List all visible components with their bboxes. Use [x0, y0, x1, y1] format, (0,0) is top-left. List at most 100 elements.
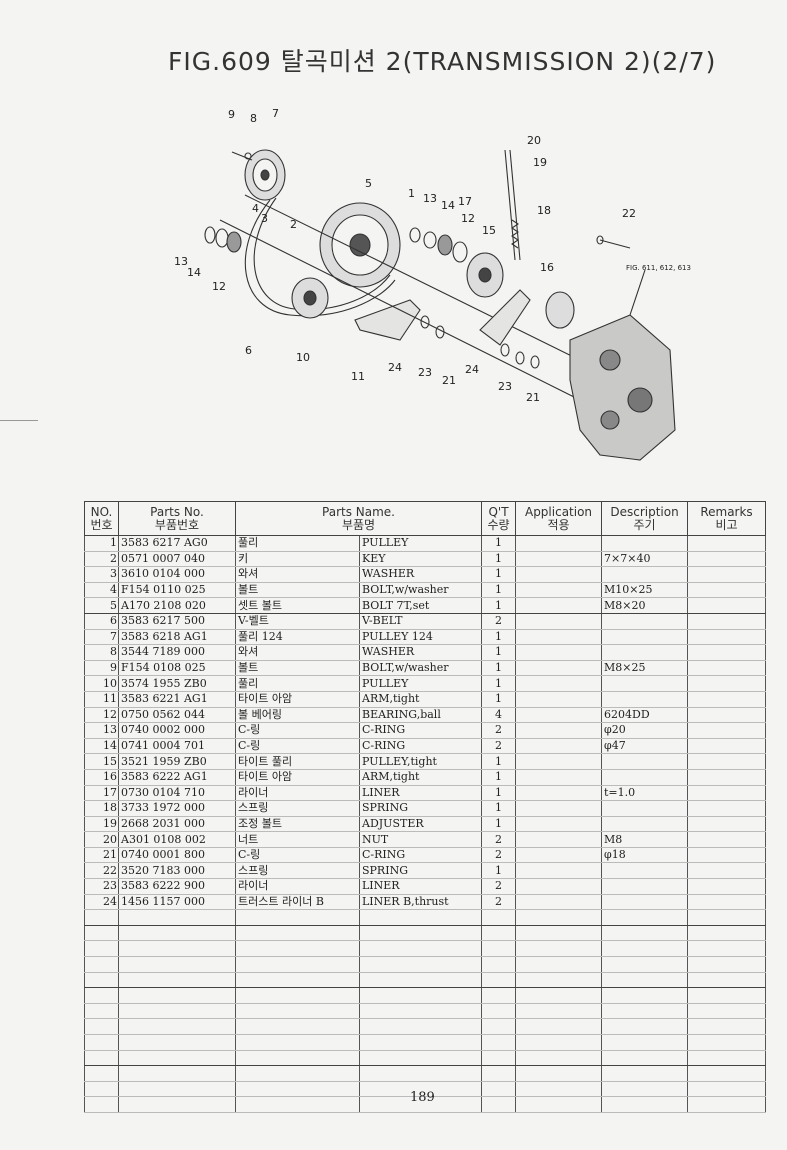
- cell-name-en: C-RING: [358, 738, 483, 755]
- cell-qty: [481, 1096, 517, 1113]
- cell-no: [84, 909, 119, 926]
- cell-remarks: [687, 800, 767, 817]
- cell-name-ko: [235, 987, 360, 1004]
- cell-qty: 2: [481, 722, 517, 739]
- cell-remarks: [687, 1081, 767, 1098]
- cell-application: [515, 1003, 603, 1020]
- cell-name-en: BOLT 7T,set: [358, 597, 483, 614]
- cell-name-ko: 키: [235, 551, 360, 568]
- callout-18: 18: [537, 204, 551, 217]
- cell-description: [601, 956, 689, 973]
- cell-part-no: [118, 909, 236, 926]
- callout-24-left: 24: [388, 361, 402, 374]
- cell-qty: [481, 956, 517, 973]
- cell-qty: 2: [481, 738, 517, 755]
- cell-qty: 1: [481, 644, 517, 661]
- callout-19: 19: [533, 156, 547, 169]
- header-no: NO.번호: [84, 501, 119, 536]
- cell-description: [601, 800, 689, 817]
- cell-qty: [481, 1003, 517, 1020]
- cell-name-ko: [235, 1096, 360, 1113]
- cell-qty: 2: [481, 831, 517, 848]
- cell-no: 17: [84, 785, 119, 802]
- cell-description: [601, 909, 689, 926]
- cell-name-ko: 스프링: [235, 800, 360, 817]
- cell-description: [601, 613, 689, 630]
- callout-14-right: 14: [441, 199, 455, 212]
- cell-name-en: [358, 1096, 483, 1113]
- cell-name-en: SPRING: [358, 862, 483, 880]
- callout-1: 1: [408, 187, 415, 200]
- cell-qty: 2: [481, 847, 517, 864]
- cell-part-no: 3610 0104 000: [118, 566, 236, 583]
- cell-remarks: [687, 597, 767, 614]
- cell-application: [515, 1081, 603, 1098]
- empty-table-row: [84, 1050, 767, 1067]
- cell-description: φ18: [601, 847, 689, 864]
- cell-description: [601, 1050, 689, 1067]
- cell-no: 2: [84, 551, 119, 568]
- empty-table-row: [84, 1096, 767, 1113]
- cell-name-en: [358, 1081, 483, 1098]
- cell-description: [601, 753, 689, 770]
- cell-no: [84, 940, 119, 958]
- cell-no: 13: [84, 722, 119, 739]
- cell-name-ko: V-벨트: [235, 613, 360, 630]
- cell-part-no: 3583 6217 500: [118, 613, 236, 630]
- cell-application: [515, 1050, 603, 1067]
- cell-name-en: PULLEY: [358, 535, 483, 552]
- callout-16: 16: [540, 261, 554, 274]
- cell-qty: 1: [481, 535, 517, 552]
- cell-name-en: LINER: [358, 785, 483, 802]
- cell-name-en: ARM,tight: [358, 691, 483, 708]
- cell-application: [515, 613, 603, 630]
- cell-application: [515, 972, 603, 989]
- cell-remarks: [687, 707, 767, 724]
- cell-name-ko: C-링: [235, 847, 360, 864]
- cell-qty: 1: [481, 597, 517, 614]
- cell-no: 16: [84, 769, 119, 786]
- cell-application: [515, 847, 603, 864]
- cell-description: [601, 878, 689, 895]
- cell-application: [515, 769, 603, 786]
- callout-11: 11: [351, 370, 365, 383]
- cell-qty: 1: [481, 785, 517, 802]
- cell-application: [515, 925, 603, 942]
- cell-remarks: [687, 629, 767, 646]
- cell-remarks: [687, 675, 767, 692]
- cell-application: [515, 722, 603, 739]
- cell-description: M8: [601, 831, 689, 848]
- cell-description: [601, 987, 689, 1004]
- cell-name-ko: 너트: [235, 831, 360, 848]
- cell-name-en: [358, 1018, 483, 1035]
- empty-table-row: [84, 1003, 767, 1020]
- callout-14-left: 14: [187, 266, 201, 279]
- callout-10: 10: [296, 351, 310, 364]
- cell-qty: 1: [481, 551, 517, 568]
- cell-description: [601, 675, 689, 692]
- cell-qty: 1: [481, 660, 517, 677]
- cell-remarks: [687, 909, 767, 926]
- cell-description: [601, 894, 689, 911]
- cell-name-ko: 풀리: [235, 535, 360, 552]
- cell-qty: 1: [481, 769, 517, 786]
- callout-24-right: 24: [465, 363, 479, 376]
- cell-remarks: [687, 769, 767, 786]
- cell-name-ko: 스프링: [235, 862, 360, 880]
- cell-name-en: BEARING,ball: [358, 707, 483, 724]
- cell-no: 4: [84, 582, 119, 599]
- callout-12-right: 12: [461, 212, 475, 225]
- cell-part-no: 0740 0001 800: [118, 847, 236, 864]
- cell-part-no: 3574 1955 ZB0: [118, 675, 236, 692]
- cell-name-ko: [235, 909, 360, 926]
- cell-part-no: [118, 925, 236, 942]
